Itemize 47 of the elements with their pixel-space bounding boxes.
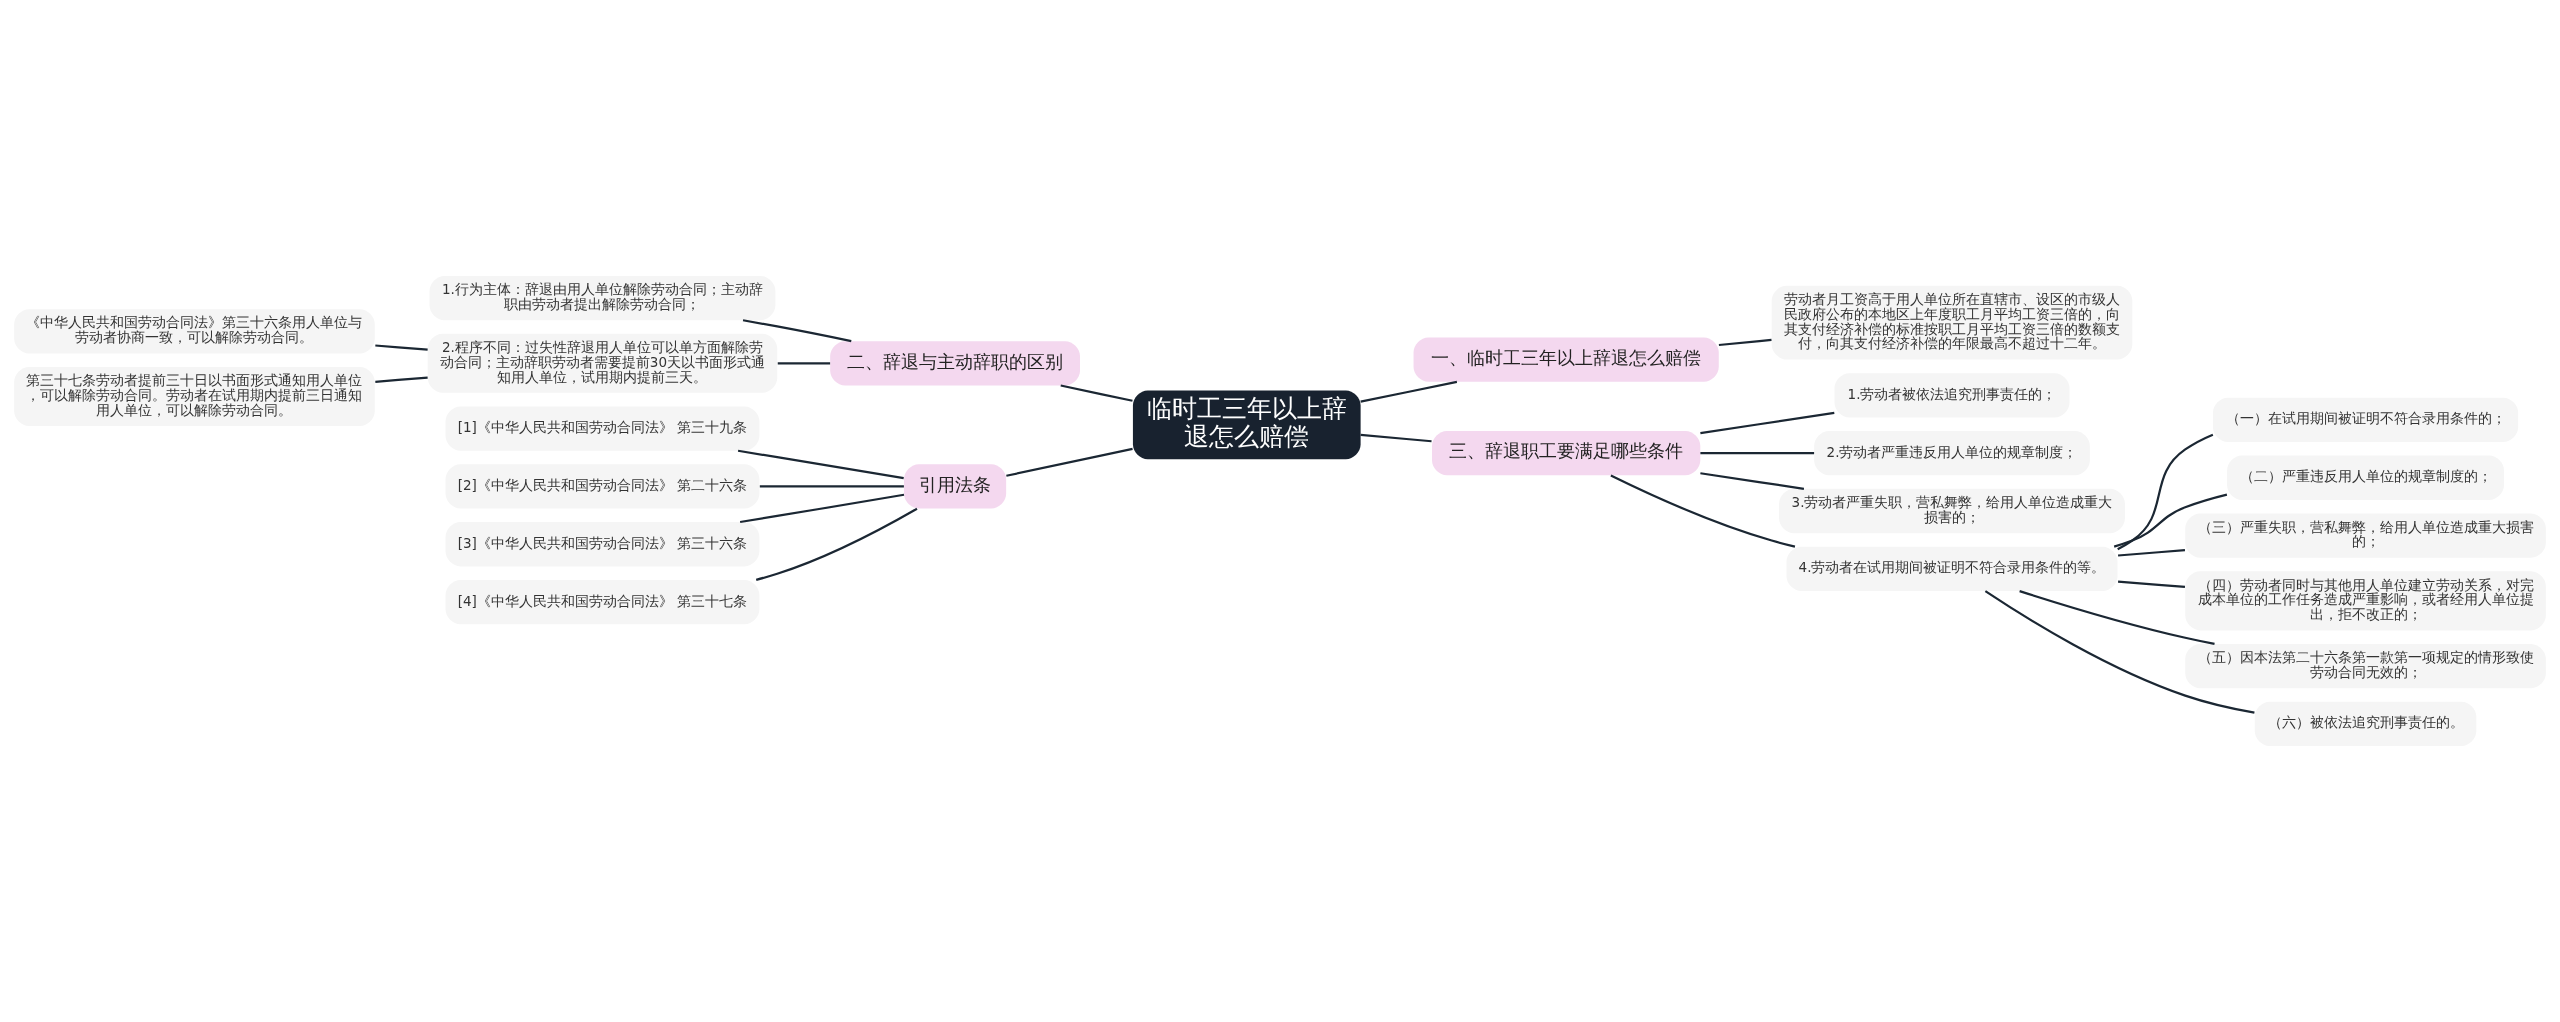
node-box: 2.程序不同：过失性辞退用人单位可以单方面解除劳动合同；主动辞职劳动者需要提前30天以书面形式通知用人单位，试用期内提前三天。 (427, 333, 778, 393)
connector (1700, 472, 1805, 490)
node-box: [2]《中华人民共和国劳动合同法》 第二十六条 (445, 464, 760, 509)
node-box: 临时工三年以上辞退怎么赔偿 (1132, 390, 1361, 460)
connector (737, 449, 904, 480)
connector (742, 319, 852, 343)
node-box: （六）被依法追究刑事责任的。 (2254, 701, 2477, 747)
node-box: （三）严重失职，营私舞弊，给用人单位造成重大损害的； (2185, 513, 2546, 558)
node-box: 3.劳动者严重失职，营私舞弊，给用人单位造成重大损害的； (1779, 488, 2125, 534)
node-box: 三、辞退职工要满足哪些条件 (1432, 431, 1701, 476)
node-box: （一）在试用期间被证明不符合录用条件的； (2212, 397, 2519, 443)
connector (2117, 433, 2214, 551)
connector (1718, 338, 1772, 347)
connector (755, 507, 918, 581)
node-box: （四）劳动者同时与其他用人单位建立劳动关系，对完成本单位的工作任务造成严重影响，或者经用人单位提出，拒不改正的； (2185, 571, 2546, 631)
connector (2019, 590, 2215, 645)
node-box: [3]《中华人民共和国劳动合同法》 第三十六条 (445, 522, 760, 567)
node-box: 4.劳动者在试用期间被证明不符合录用条件的等。 (1786, 546, 2118, 591)
connector (1700, 411, 1835, 435)
connector (375, 344, 428, 351)
node-box: [4]《中华人民共和国劳动合同法》 第三十七条 (445, 579, 760, 625)
connector (2113, 493, 2228, 548)
node-box: 第三十七条劳动者提前三十日以书面形式通知用人单位，可以解除劳动合同。劳动者在试用期内提前三日通知用人单位，可以解除劳动合同。 (14, 367, 375, 427)
node-box: 劳动者月工资高于用人单位所在直辖市、设区的市级人民政府公布的本地区上年度职工月平均工资三倍的，向其支付经济补偿的标准按职工月平均工资三倍的数额支付，向其支付经济补偿的年限最高不超过十二年。 (1771, 285, 2133, 360)
node-box: [1]《中华人民共和国劳动合同法》 第三十九条 (445, 406, 760, 451)
connector (1360, 380, 1458, 403)
connector (739, 493, 905, 524)
node-box: （二）严重违反用人单位的规章制度的； (2227, 455, 2504, 500)
node-box: 1.行为主体：辞退由用人单位解除劳动合同；主动辞职由劳动者提出解除劳动合同； (429, 275, 776, 321)
connector (777, 362, 831, 365)
connector (2117, 549, 2186, 557)
connector (1360, 433, 1432, 443)
node-box: 1.劳动者被依法追究刑事责任的； (1834, 373, 2070, 418)
connector (2118, 580, 2186, 588)
node-box: 引用法条 (904, 464, 1007, 509)
connector (1006, 447, 1133, 477)
node-box: 2.劳动者严重违反用人单位的规章制度； (1814, 431, 2090, 476)
connector (1060, 384, 1133, 402)
connector (1610, 474, 1796, 548)
connector (1984, 590, 2255, 714)
node-box: （五）因本法第二十六条第一款第一项规定的情形致使劳动合同无效的； (2185, 643, 2546, 689)
node-box: 一、临时工三年以上辞退怎么赔偿 (1413, 337, 1719, 382)
connector (759, 485, 904, 488)
node-box: 二、辞退与主动辞职的区别 (830, 341, 1080, 386)
connector (375, 376, 428, 383)
connector (1700, 452, 1815, 455)
node-box: 《中华人民共和国劳动合同法》第三十六条用人单位与劳动者协商一致，可以解除劳动合同。 (14, 309, 375, 354)
